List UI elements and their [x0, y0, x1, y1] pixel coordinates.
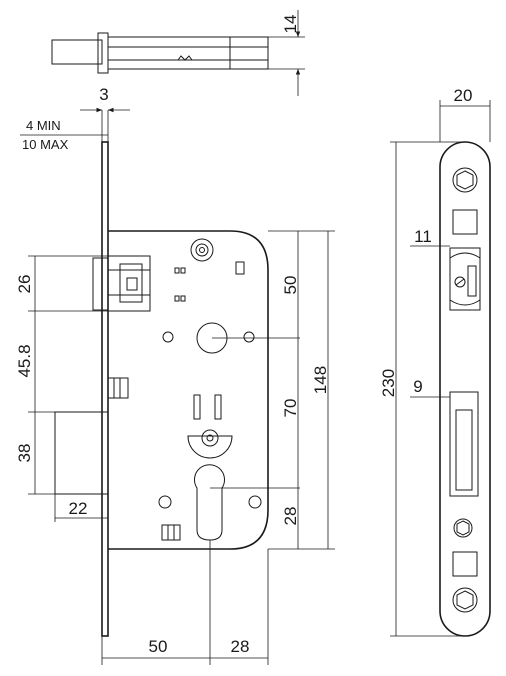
forend-side	[20, 107, 130, 637]
dim-latch-height: 26	[15, 275, 34, 294]
dim-forend-width: 20	[454, 86, 473, 105]
front-dims	[390, 100, 491, 637]
dim-adjust-min: 4 MIN	[26, 118, 61, 133]
dim-follower-offset: 50	[281, 276, 300, 295]
dim-adjust-max: 10 MAX	[22, 137, 69, 152]
lock-case	[92, 230, 300, 550]
forend-front	[439, 141, 491, 637]
dim-deadbolt-height: 38	[15, 444, 34, 463]
dim-top-thickness: 14	[281, 15, 300, 34]
dim-bolt-hole-width: 9	[413, 377, 422, 396]
dim-cylinder-offset: 28	[281, 507, 300, 526]
dim-latch-to-follower: 45.8	[15, 344, 34, 377]
dim-center-distance: 70	[281, 399, 300, 418]
right-dims	[268, 230, 335, 550]
dim-case-rear: 28	[231, 637, 250, 656]
dim-forend-length: 230	[379, 369, 398, 397]
dim-deadbolt-throw: 22	[69, 499, 88, 518]
dim-backset: 50	[149, 637, 168, 656]
deadbolt	[54, 411, 108, 495]
top-view	[51, 10, 305, 96]
left-dims	[28, 255, 108, 522]
bottom-dims	[101, 540, 269, 665]
dim-case-height: 148	[311, 366, 330, 394]
dim-latch-hole-width: 11	[414, 227, 432, 246]
dimension-labels: 14 3 4 MIN 10 MAX 26 45.8 38 22 50 148 7…	[15, 15, 472, 656]
dim-forend-thickness: 3	[99, 85, 108, 104]
